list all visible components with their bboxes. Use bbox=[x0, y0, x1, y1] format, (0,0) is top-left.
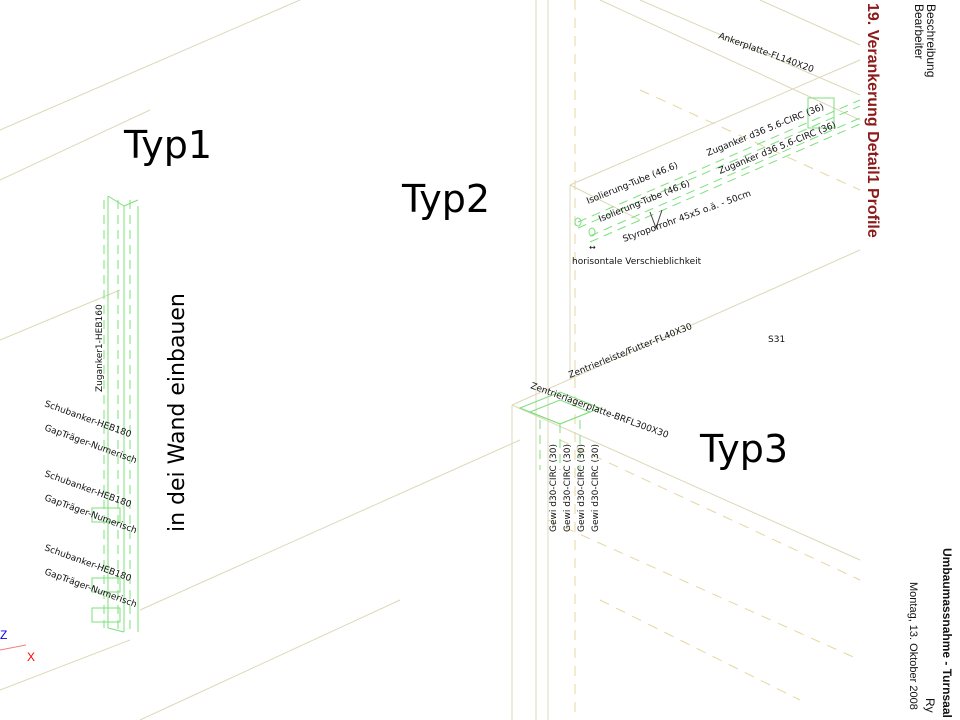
leader-line bbox=[649, 209, 663, 230]
label-zuganker1: Zuganker1-HEB160 bbox=[95, 304, 105, 392]
label-gewi-1: Gewi d30-CIRC (30) bbox=[549, 444, 559, 532]
date: Montag, 13. Oktober 2008 bbox=[907, 582, 919, 710]
axis-z-label: Z bbox=[0, 628, 7, 642]
type-label-typ2: Typ2 bbox=[401, 177, 490, 221]
steel-anchors-typ2 bbox=[574, 97, 861, 243]
label-zentrierlagerplatte: Zentrierlagerplatte-BRFL300X30 bbox=[529, 381, 670, 440]
drawing-title: 19. Verankerung Detail1 Profile bbox=[864, 3, 881, 238]
title-block: Beschreibung Bearbeiter 19. Verankerung … bbox=[864, 3, 954, 718]
axis-x-label: X bbox=[27, 650, 35, 664]
title-block-beschreibung: Beschreibung bbox=[924, 4, 938, 77]
steel-column-typ1 bbox=[91, 195, 139, 633]
type-label-typ1: Typ1 bbox=[123, 123, 212, 167]
project-name: Umbaumassnahme - Turnsaal bbox=[940, 548, 954, 718]
author: Ry bbox=[923, 698, 937, 713]
structure-lines bbox=[0, 0, 861, 720]
label-verschieblichkeit: horisontale Verschieblichkeit bbox=[572, 257, 702, 267]
label-gewi-3: Gewi d30-CIRC (30) bbox=[577, 444, 587, 532]
vertical-note: in dei Wand einbauen bbox=[165, 293, 190, 532]
label-ankerplatte: Ankerplatte-FL140X20 bbox=[717, 31, 815, 75]
axis-indicator: Z X bbox=[0, 628, 35, 664]
label-s31: S31 bbox=[768, 335, 785, 345]
label-gewi-2: Gewi d30-CIRC (30) bbox=[563, 444, 573, 532]
label-zentrierleiste: Zentrierleiste/Futter-FL40X30 bbox=[567, 322, 694, 381]
title-block-bearbeiter: Bearbeiter bbox=[912, 4, 926, 59]
label-gewi-4: Gewi d30-CIRC (30) bbox=[591, 444, 601, 532]
steel-bearing-typ3 bbox=[518, 391, 602, 470]
double-arrow-icon: ↔ bbox=[589, 243, 596, 252]
type-label-typ3: Typ3 bbox=[699, 427, 788, 471]
